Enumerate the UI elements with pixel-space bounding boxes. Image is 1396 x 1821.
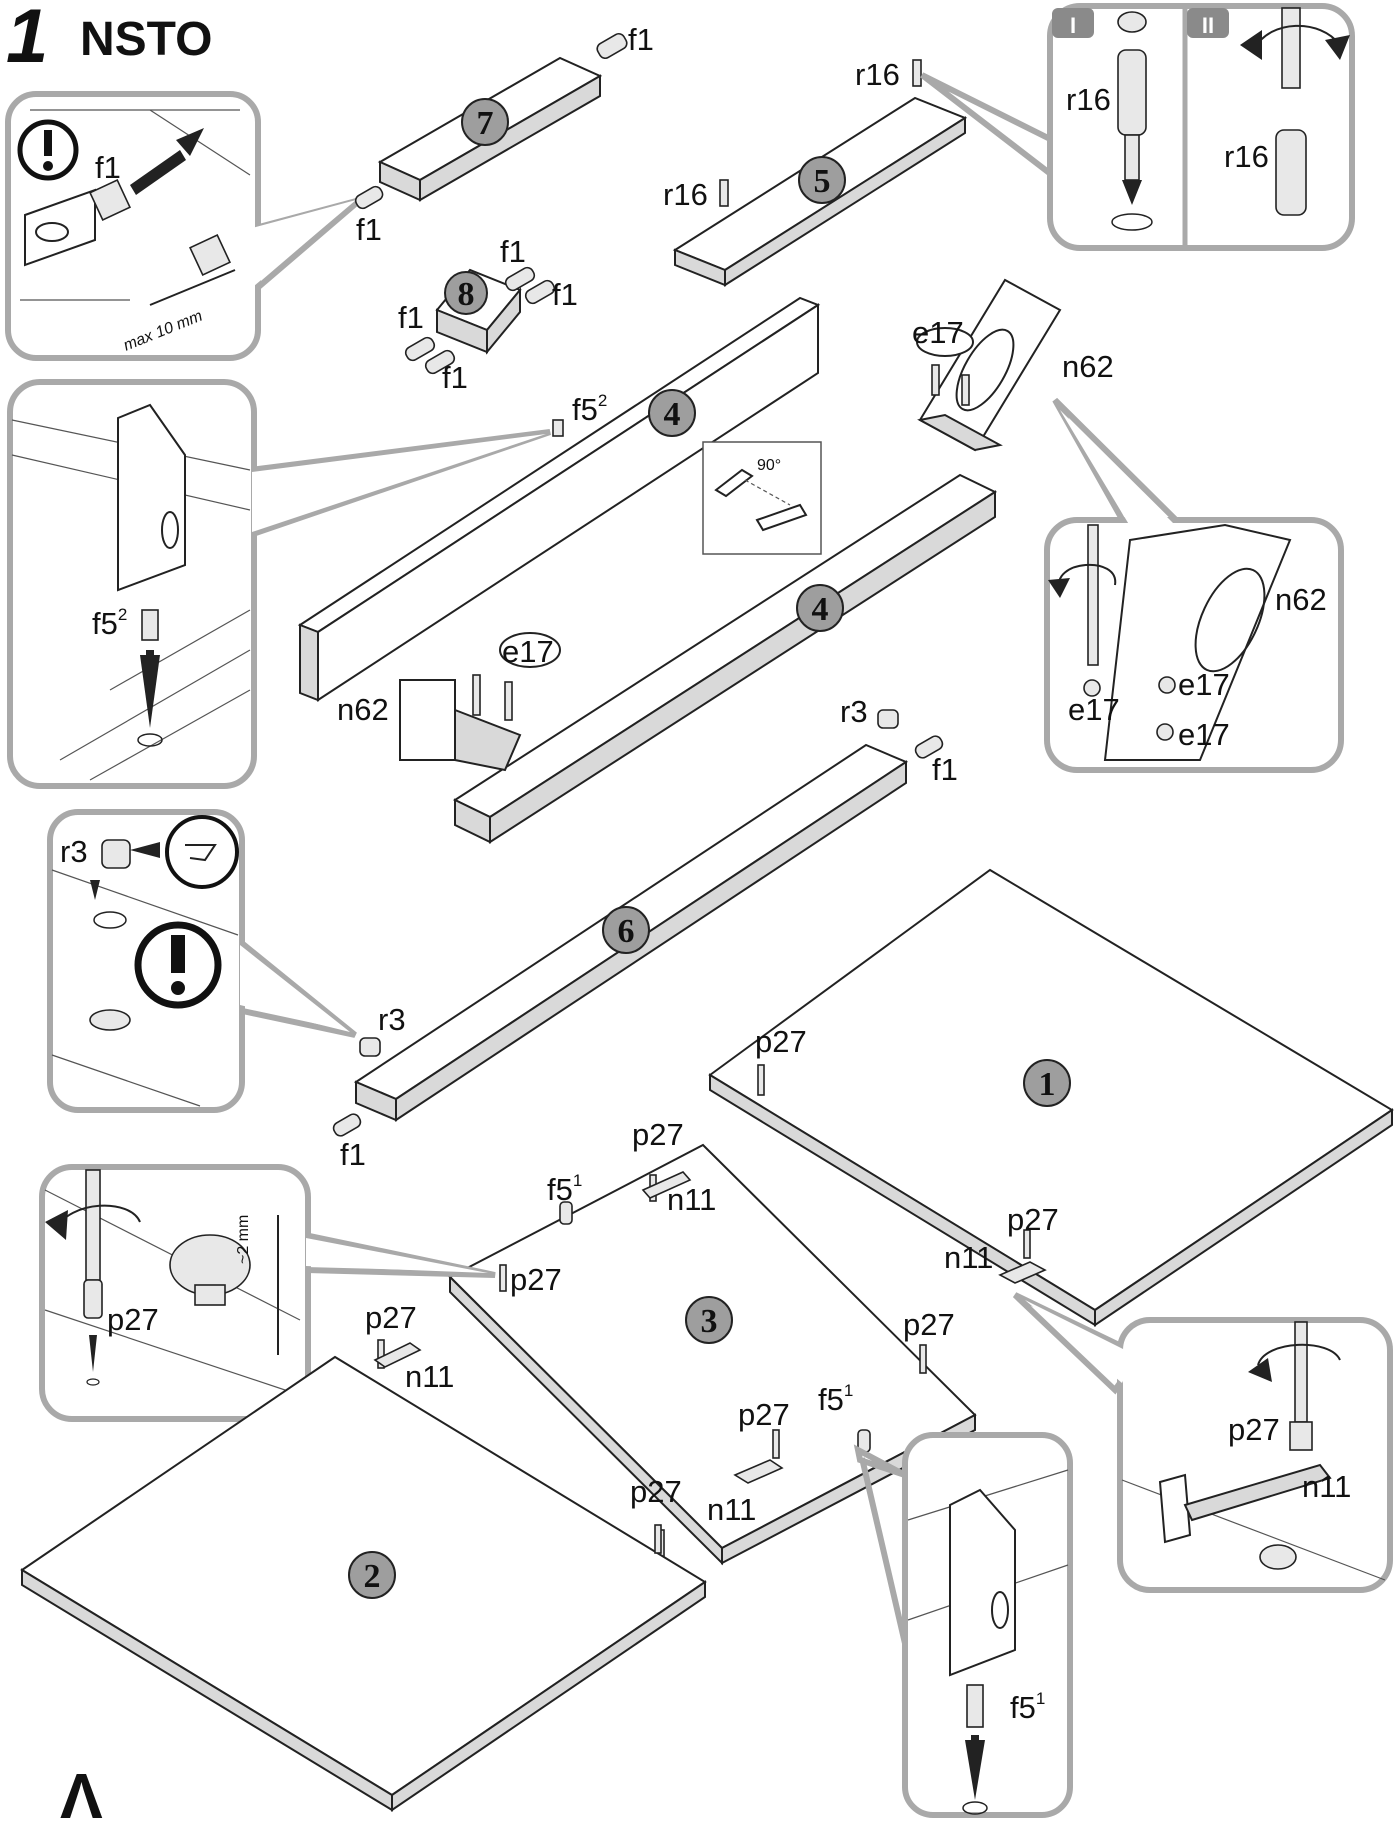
label-r16-step1: r16 [1066, 82, 1111, 117]
label-f5-part4-sup: 2 [598, 391, 607, 410]
panel-number-6: 6 [618, 913, 635, 950]
svg-text:f51: f51 [1010, 1689, 1045, 1725]
step-title: NSTO [80, 13, 212, 66]
label-n62-right: n62 [1062, 349, 1114, 384]
step-II-tag: II [1202, 13, 1214, 38]
step-number: 1 [6, 0, 48, 79]
label-f1-part8-a: f1 [500, 234, 526, 269]
warning-triangle-icon: Λ [60, 1760, 103, 1821]
label-f5-panel3-top-sup: 1 [573, 1171, 582, 1190]
label-n11-panel3-bottom: n11 [707, 1492, 756, 1527]
callout-r16-steps: I II r16 r16 [920, 3, 1355, 251]
panel-number-1: 1 [1039, 1066, 1056, 1103]
label-n11-panel2: n11 [405, 1359, 454, 1394]
label-p27-panel2-top: p27 [365, 1300, 417, 1335]
label-f1-part6-bottom: f1 [340, 1137, 366, 1172]
panel-number-8: 8 [458, 276, 475, 313]
label-r16-step2: r16 [1224, 139, 1269, 174]
label-e17-callout-b: e17 [1178, 667, 1230, 702]
label-f5-hammer-sup: 2 [118, 605, 127, 624]
label-f1-part8-d: f1 [442, 360, 468, 395]
label-n11-callout-right: n11 [1302, 1469, 1351, 1504]
panel-2: 2 p27 n11 p27 [20, 1300, 707, 1812]
step-I-tag: I [1070, 13, 1076, 38]
bracket-n62-right: e17 n62 [912, 278, 1114, 452]
label-p27-callout-right: p27 [1228, 1412, 1280, 1447]
label-n62-callout: n62 [1275, 582, 1327, 617]
label-f1-part7: f1 [356, 212, 382, 247]
label-r3-callout: r3 [60, 834, 88, 869]
callout-n11-screw: p27 n11 [1012, 1292, 1393, 1593]
callout-hammer-f5-1: f51 [853, 1432, 1073, 1818]
label-p27-panel3-right: p27 [903, 1307, 955, 1342]
label-f5-part4: f5 [572, 392, 598, 427]
label-e17-callout-c: e17 [1178, 717, 1230, 752]
label-e17-callout-a: e17 [1068, 692, 1120, 727]
label-p27-callout-left: p27 [107, 1302, 159, 1337]
screw-gap-note: ~2 mm [235, 1215, 252, 1264]
label-r3-part6-bottom: r3 [378, 1002, 406, 1037]
part-6: 6 r3 f1 r3 f1 [332, 694, 958, 1172]
label-e17-right: e17 [912, 315, 964, 350]
label-p27-panel3-left: p27 [510, 1262, 562, 1297]
panel-number-4-front: 4 [812, 591, 829, 628]
svg-text:f52: f52 [572, 391, 607, 427]
label-r3-part6-top: r3 [840, 694, 868, 729]
callout-cam-r3: r3 [47, 809, 357, 1113]
label-n11-panel1: n11 [944, 1240, 993, 1275]
label-p27-panel3-bottom: p27 [630, 1474, 682, 1509]
label-f1-part8-b: f1 [552, 277, 578, 312]
callout-hammer-f5-2: f52 [7, 379, 551, 789]
label-f1-part8-c: f1 [398, 300, 424, 335]
panel-1: 1 p27 p27 n11 [708, 868, 1394, 1327]
label-f5-hammer: f5 [92, 606, 118, 641]
part-7: 7 f1 f1 [354, 22, 654, 247]
label-p27-panel3-mid: p27 [738, 1397, 790, 1432]
label-f5-panel3-top: f5 [547, 1172, 573, 1207]
label-p27-panel1-a: p27 [755, 1024, 807, 1059]
label-p27-panel1-b: p27 [1007, 1202, 1059, 1237]
part-5: 5 r16 r16 [663, 57, 968, 287]
callout-e17-bracket: e17 e17 e17 n62 [1044, 397, 1344, 773]
label-p27-panel3-top: p27 [632, 1117, 684, 1152]
svg-text:f52: f52 [92, 605, 127, 641]
angle-hint: 90° [702, 441, 822, 555]
label-f5-panel3-mid: f5 [818, 1382, 844, 1417]
label-r16-part5-left: r16 [663, 177, 708, 212]
angle-note: 90° [757, 457, 781, 474]
part-4-back: 4 f52 [297, 296, 821, 702]
label-f1-callout: f1 [95, 150, 121, 185]
callout-dowel-depth: f1 max 10 mm [5, 91, 362, 361]
panel-number-3: 3 [701, 1303, 718, 1340]
label-f5-panel3-mid-sup: 1 [844, 1381, 853, 1400]
part-4-front: 4 [452, 473, 998, 844]
label-r16-part5-top: r16 [855, 57, 900, 92]
part-8: 8 f1 f1 f1 f1 [398, 234, 578, 395]
panel-number-5: 5 [814, 163, 831, 200]
panel-number-7: 7 [477, 105, 494, 142]
label-f5-hammer-bottom: f5 [1010, 1690, 1036, 1725]
panel-number-4-back: 4 [664, 396, 681, 433]
label-f5-hammer-bottom-sup: 1 [1036, 1689, 1045, 1708]
bracket-n62-left: e17 n62 [337, 632, 561, 772]
callout-screw-gap: p27 ~2 mm [39, 1164, 496, 1422]
svg-text:f51: f51 [547, 1171, 582, 1207]
svg-text:f51: f51 [818, 1381, 853, 1417]
label-f1-top: f1 [628, 22, 654, 57]
panel-number-2: 2 [364, 1558, 381, 1595]
label-f1-part6-top: f1 [932, 752, 958, 787]
label-n11-panel3-top: n11 [667, 1182, 716, 1217]
label-e17-left: e17 [502, 634, 554, 669]
label-n62-left: n62 [337, 692, 389, 727]
